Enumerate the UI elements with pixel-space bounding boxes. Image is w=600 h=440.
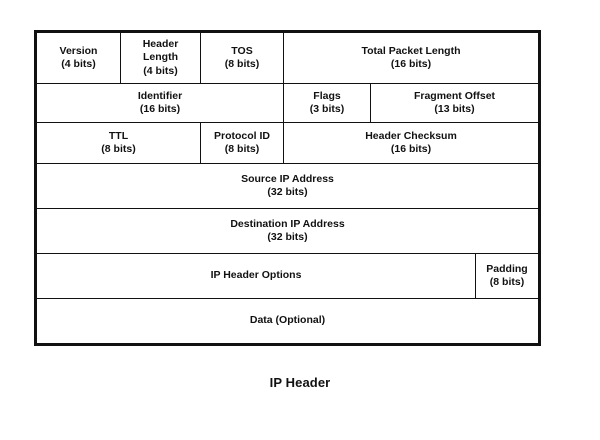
packet-row-7: Data (Optional) [34, 298, 541, 346]
field-identifier-label: Identifier [137, 89, 183, 102]
field-header-checksum: Header Checksum (16 bits) [283, 122, 541, 164]
field-ttl: TTL (8 bits) [34, 122, 201, 164]
field-tos-bits: (8 bits) [224, 58, 260, 70]
field-header-length-label-line2: Length [143, 51, 178, 64]
field-total-packet-length-label: Total Packet Length [361, 44, 461, 57]
field-header-checksum-bits: (16 bits) [390, 143, 432, 155]
field-destination-ip-address-label: Destination IP Address [230, 217, 345, 230]
packet-row-4: Source IP Address (32 bits) [34, 163, 541, 209]
field-flags-bits: (3 bits) [309, 103, 345, 115]
field-ttl-label: TTL [108, 129, 129, 142]
field-destination-ip-address-bits: (32 bits) [267, 231, 308, 243]
field-destination-ip-address: Destination IP Address (32 bits) [34, 208, 541, 254]
packet-row-5: Destination IP Address (32 bits) [34, 208, 541, 254]
field-padding-bits: (8 bits) [489, 276, 525, 288]
ip-header-packet-table: Version (4 bits) Header Length (4 bits) … [34, 30, 541, 346]
field-data-optional-label: Data (Optional) [249, 314, 326, 327]
field-total-packet-length: Total Packet Length (16 bits) [283, 30, 541, 84]
field-identifier-bits: (16 bits) [139, 103, 181, 115]
field-ip-header-options-label: IP Header Options [210, 269, 302, 282]
field-padding: Padding (8 bits) [475, 253, 541, 299]
field-fragment-offset-label: Fragment Offset [413, 89, 496, 102]
field-tos-label: TOS [231, 44, 253, 57]
diagram-caption: IP Header [269, 375, 331, 390]
field-fragment-offset-bits: (13 bits) [434, 103, 475, 115]
field-header-checksum-label: Header Checksum [365, 129, 457, 142]
field-version: Version (4 bits) [34, 30, 121, 84]
packet-row-6: IP Header Options Padding (8 bits) [34, 253, 541, 299]
field-ip-header-options: IP Header Options [34, 253, 476, 299]
packet-row-1: Version (4 bits) Header Length (4 bits) … [34, 30, 541, 84]
field-protocol-id-bits: (8 bits) [224, 143, 260, 155]
field-data-optional: Data (Optional) [34, 298, 541, 346]
field-padding-label: Padding [486, 262, 528, 275]
packet-row-3: TTL (8 bits) Protocol ID (8 bits) Header… [34, 122, 541, 164]
field-identifier: Identifier (16 bits) [34, 83, 284, 123]
field-header-length-label-line1: Header [142, 37, 179, 50]
field-source-ip-address-label: Source IP Address [241, 172, 334, 185]
field-version-bits: (4 bits) [61, 58, 96, 70]
field-protocol-id-label: Protocol ID [213, 129, 270, 142]
field-header-length: Header Length (4 bits) [120, 30, 201, 84]
field-protocol-id: Protocol ID (8 bits) [200, 122, 284, 164]
field-total-packet-length-bits: (16 bits) [390, 58, 432, 70]
field-fragment-offset: Fragment Offset (13 bits) [370, 83, 541, 123]
field-version-label: Version [59, 44, 98, 57]
field-tos: TOS (8 bits) [200, 30, 284, 84]
field-source-ip-address-bits: (32 bits) [267, 186, 308, 198]
field-ttl-bits: (8 bits) [101, 143, 136, 155]
field-flags-label: Flags [313, 89, 341, 102]
field-source-ip-address: Source IP Address (32 bits) [34, 163, 541, 209]
packet-row-2: Identifier (16 bits) Flags (3 bits) Frag… [34, 83, 541, 123]
field-header-length-bits: (4 bits) [143, 64, 178, 77]
field-flags: Flags (3 bits) [283, 83, 371, 123]
